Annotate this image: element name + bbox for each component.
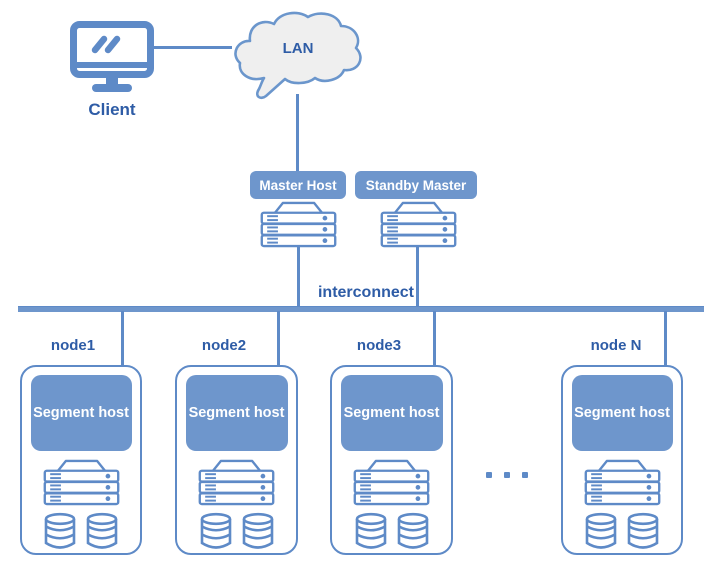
node2-card: Segment host — [175, 365, 298, 555]
database-icon — [200, 512, 232, 550]
node2-label: node2 — [201, 337, 247, 354]
database-icon — [242, 512, 274, 550]
storage-row — [585, 512, 659, 550]
master-bus-connector — [297, 247, 300, 307]
node1-card: Segment host — [20, 365, 142, 555]
database-icon — [355, 512, 387, 550]
standby-server-icon — [380, 201, 457, 248]
master-host-badge: Master Host — [250, 171, 346, 199]
node3-card: Segment host — [330, 365, 453, 555]
standby-master-badge: Standby Master — [355, 171, 477, 199]
database-icon — [627, 512, 659, 550]
storage-row — [200, 512, 274, 550]
segment-server-icon — [198, 459, 275, 506]
node1-label: node1 — [50, 337, 96, 354]
bus-node3-connector — [433, 311, 436, 366]
bus-nodeN-connector — [664, 311, 667, 366]
segment-server-icon — [584, 459, 661, 506]
database-icon — [44, 512, 76, 550]
segment-host-box: Segment host — [185, 375, 288, 451]
segment-host-box: Segment host — [340, 375, 443, 451]
storage-row — [44, 512, 118, 550]
bus-node2-connector — [277, 311, 280, 366]
segment-host-box: Segment host — [30, 375, 132, 451]
standby-bus-connector — [416, 247, 419, 307]
lan-label: LAN — [282, 40, 314, 57]
segment-host-box: Segment host — [571, 375, 673, 451]
client-label: Client — [88, 100, 136, 119]
database-icon — [397, 512, 429, 550]
interconnect-label: interconnect — [317, 284, 414, 301]
database-icon — [86, 512, 118, 550]
nodeN-card: Segment host — [561, 365, 683, 555]
master-server-icon — [260, 201, 337, 248]
node3-label: node3 — [356, 337, 402, 354]
nodeN-label: node N — [590, 337, 642, 354]
monitor-icon — [70, 21, 154, 95]
segment-server-icon — [353, 459, 430, 506]
interconnect-bus — [18, 306, 704, 312]
lan-master-connector — [296, 94, 299, 172]
segment-server-icon — [43, 459, 120, 506]
bus-node1-connector — [121, 311, 124, 366]
storage-row — [355, 512, 429, 550]
client-lan-connector — [152, 46, 232, 49]
database-icon — [585, 512, 617, 550]
